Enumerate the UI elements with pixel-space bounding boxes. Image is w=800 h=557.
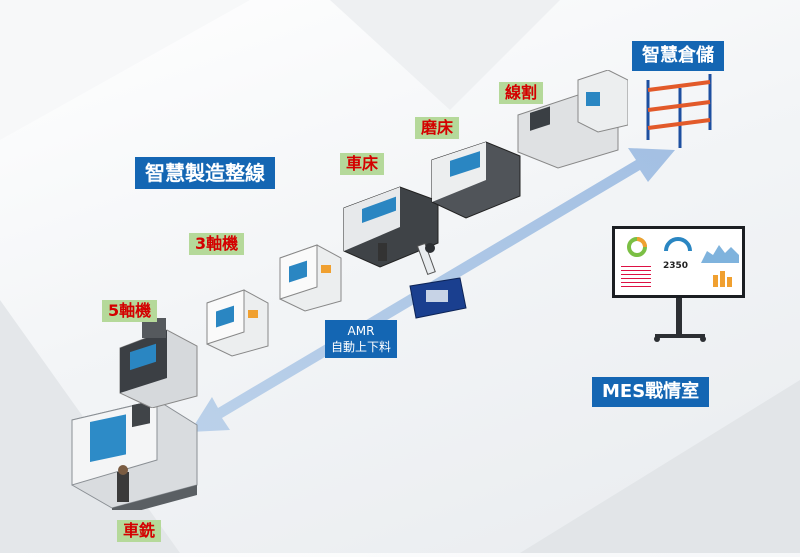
machine-lathe (343, 186, 439, 268)
station-label-wirecut: 線割 (499, 82, 544, 104)
amr-label-subtitle: 自動上下料 (331, 340, 392, 354)
machine-3axis-a (206, 289, 269, 357)
dashboard-area-chart (701, 245, 739, 263)
station-label-lathe: 車床 (340, 153, 385, 175)
station-label-5axis: 5軸機 (102, 300, 158, 322)
dashboard-bar-chart (713, 271, 732, 287)
smart-warehouse-label: 智慧倉儲 (632, 41, 724, 71)
machine-5axis (119, 318, 198, 408)
machine-turnmill (71, 400, 198, 510)
monitor-stand (654, 298, 706, 342)
mes-dashboard-screen: 2350 (612, 226, 745, 298)
station-label-3axis: 3軸機 (189, 233, 245, 255)
amr-label: AMR 自動上下料 (325, 320, 398, 358)
machine-wirecut (517, 70, 628, 169)
amr-robot (409, 242, 467, 319)
storage-rack (646, 74, 712, 148)
mes-room-label: MES戰情室 (592, 377, 710, 407)
dashboard-donut-icon (627, 237, 647, 257)
dashboard-kpi-value: 2350 (663, 261, 689, 271)
machine-3axis-b (279, 244, 342, 312)
station-label-grinder: 磨床 (415, 117, 460, 139)
amr-label-title: AMR (347, 324, 375, 338)
machine-grinder (431, 141, 521, 219)
smart-line-label: 智慧製造整線 (135, 157, 275, 189)
station-label-turnmill: 車銑 (117, 520, 162, 542)
dashboard-gauge-icon (664, 237, 692, 252)
dashboard-list (621, 263, 651, 287)
